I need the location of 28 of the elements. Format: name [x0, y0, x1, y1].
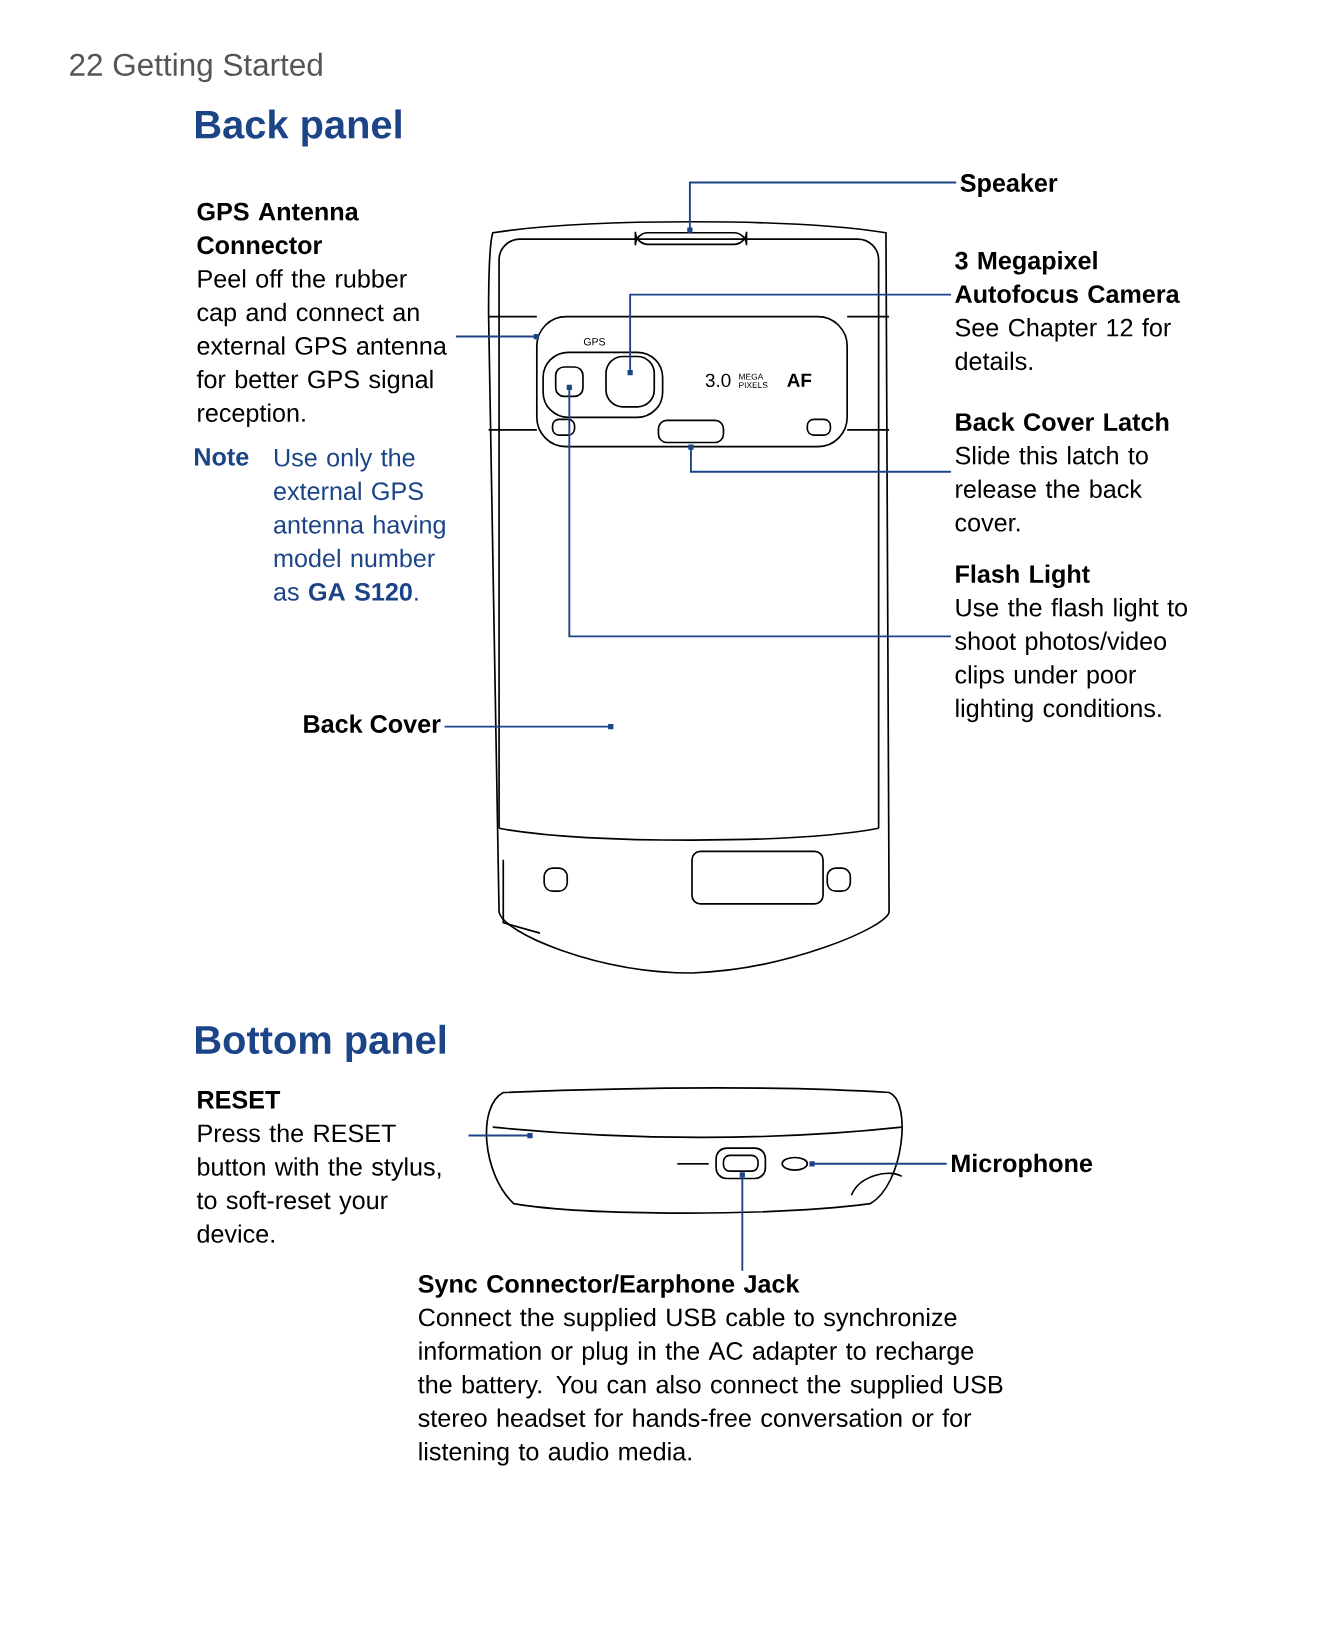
callout-text: GPS Antenna Connector Peel off the rubber cap and connect an external GPS antenna for better GPS signal reception. — [196, 202, 447, 427]
leader-line — [443, 723, 614, 730]
leader-line — [566, 384, 952, 638]
leader-line — [688, 444, 952, 473]
device-marking: PIXELS — [739, 382, 768, 388]
callout-text: Sync Connector/Earphone Jack Connect the supplied USB cable to synchronize information or plug in the AC adapter to recharge the battery. You can also connect the supplied USB stereo headset for hands-free conversation or for listening to audio media. — [418, 1274, 1003, 1466]
note-text: Use only the external GPS antenna having model number as GA S120. — [274, 448, 445, 601]
leader-line — [467, 1132, 533, 1139]
device-marking: MEGA — [739, 373, 764, 380]
leader-line — [455, 333, 539, 340]
device-marking: GPS — [584, 338, 606, 346]
callout-text: Flash Light Use the flash light to shoot photos/video clips under poor lighting conditions. — [955, 564, 1188, 723]
note-label: Note — [195, 448, 249, 466]
device-marking: AF — [787, 373, 812, 387]
callout-text: Back Cover — [304, 714, 441, 733]
callout-text: RESET Press the RESET button with the stylus, to soft-reset your device. — [196, 1090, 441, 1243]
page-header: 22 Getting Started — [70, 52, 322, 83]
callout-text: Speaker — [960, 173, 1058, 197]
section-heading: Bottom panel — [196, 1024, 446, 1062]
callout-text: Microphone — [952, 1153, 1093, 1178]
callout-text: Back Cover Latch Slide this latch to release the back cover. — [955, 412, 1169, 532]
leader-line — [627, 293, 952, 376]
leader-line — [687, 181, 958, 233]
device-marking: 3.0 — [705, 373, 731, 388]
section-heading: Back panel — [196, 109, 401, 147]
callout-text: 3 Megapixel Autofocus Camera See Chapter 12 for details. — [955, 251, 1180, 371]
leader-line — [739, 1172, 746, 1272]
leader-line — [809, 1161, 948, 1167]
